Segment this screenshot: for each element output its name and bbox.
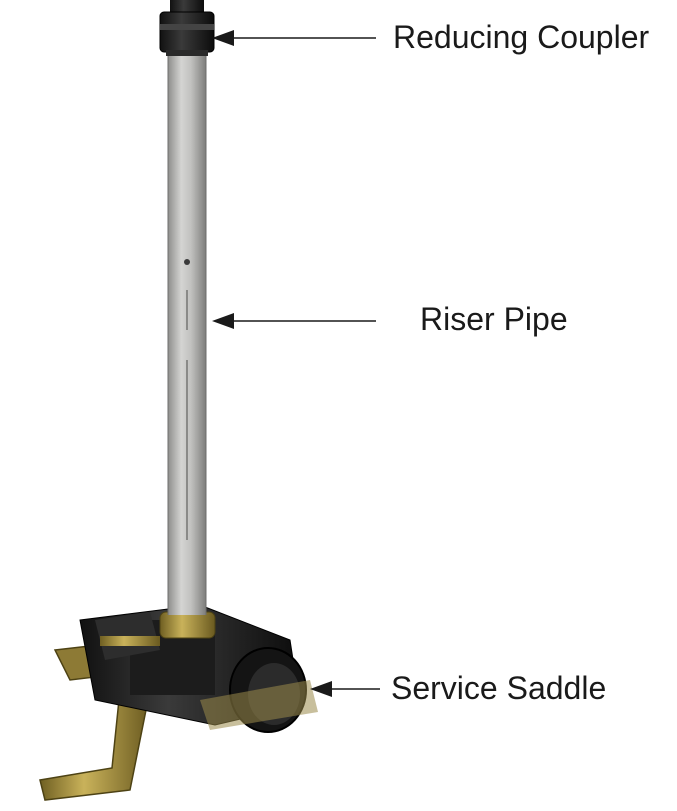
arrow-reducing-coupler	[212, 30, 376, 46]
service-saddle-label: Service Saddle	[391, 670, 607, 706]
arrow-riser-pipe	[212, 313, 376, 329]
reducing-coupler-label: Reducing Coupler	[393, 19, 650, 55]
reducing-coupler-body	[159, 0, 215, 56]
arrow-service-saddle	[310, 681, 380, 697]
riser-pipe-body	[167, 45, 207, 615]
riser-pipe-label: Riser Pipe	[420, 301, 568, 337]
service-saddle-body	[79, 604, 318, 733]
